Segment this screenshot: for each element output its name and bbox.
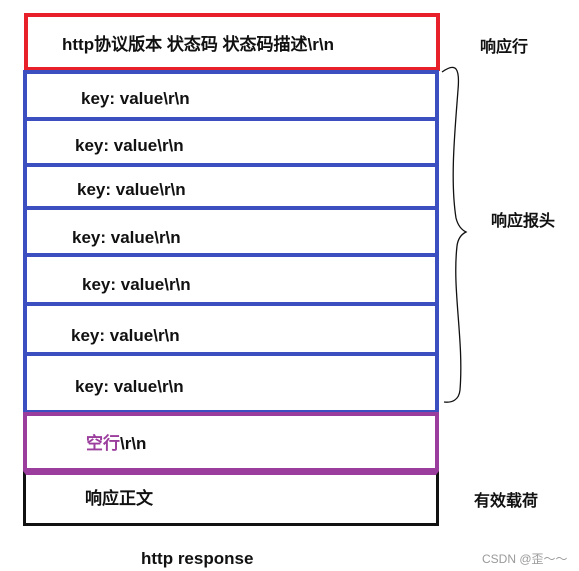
- blank-line-box: 空行\r\n: [23, 412, 439, 472]
- response-body-text: 响应正文: [85, 489, 153, 508]
- blank-line-prefix: 空行: [86, 434, 120, 453]
- header-row-text: key: value\r\n: [81, 89, 190, 108]
- headers-label: 响应报头: [491, 213, 556, 230]
- blank-line-text: 空行\r\n: [86, 435, 146, 452]
- header-row-text: key: value\r\n: [82, 275, 191, 294]
- header-row-text: key: value\r\n: [75, 377, 184, 396]
- header-row-text: key: value\r\n: [71, 326, 180, 345]
- status-line-text: http协议版本 状态码 状态码描述\r\n: [62, 35, 334, 54]
- header-row: key: value\r\n: [23, 117, 439, 167]
- header-row: key: value\r\n: [23, 70, 439, 121]
- header-row-text: key: value\r\n: [72, 228, 181, 247]
- header-row: key: value\r\n: [23, 163, 439, 210]
- header-row: key: value\r\n: [23, 352, 439, 414]
- headers-brace-icon: [441, 66, 468, 403]
- header-row-text: key: value\r\n: [77, 180, 186, 199]
- response-body-box: 响应正文: [23, 471, 439, 526]
- watermark: CSDN @歪～～: [482, 552, 568, 566]
- header-row: key: value\r\n: [23, 206, 439, 257]
- header-row: key: value\r\n: [23, 253, 439, 306]
- status-line-box: http协议版本 状态码 状态码描述\r\n: [24, 13, 440, 71]
- header-row-text: key: value\r\n: [75, 136, 184, 155]
- body-label: 有效载荷: [474, 493, 539, 510]
- status-line-label: 响应行: [480, 39, 529, 56]
- blank-line-suffix: \r\n: [120, 434, 147, 453]
- header-row: key: value\r\n: [23, 302, 439, 356]
- diagram-caption: http response: [141, 549, 254, 568]
